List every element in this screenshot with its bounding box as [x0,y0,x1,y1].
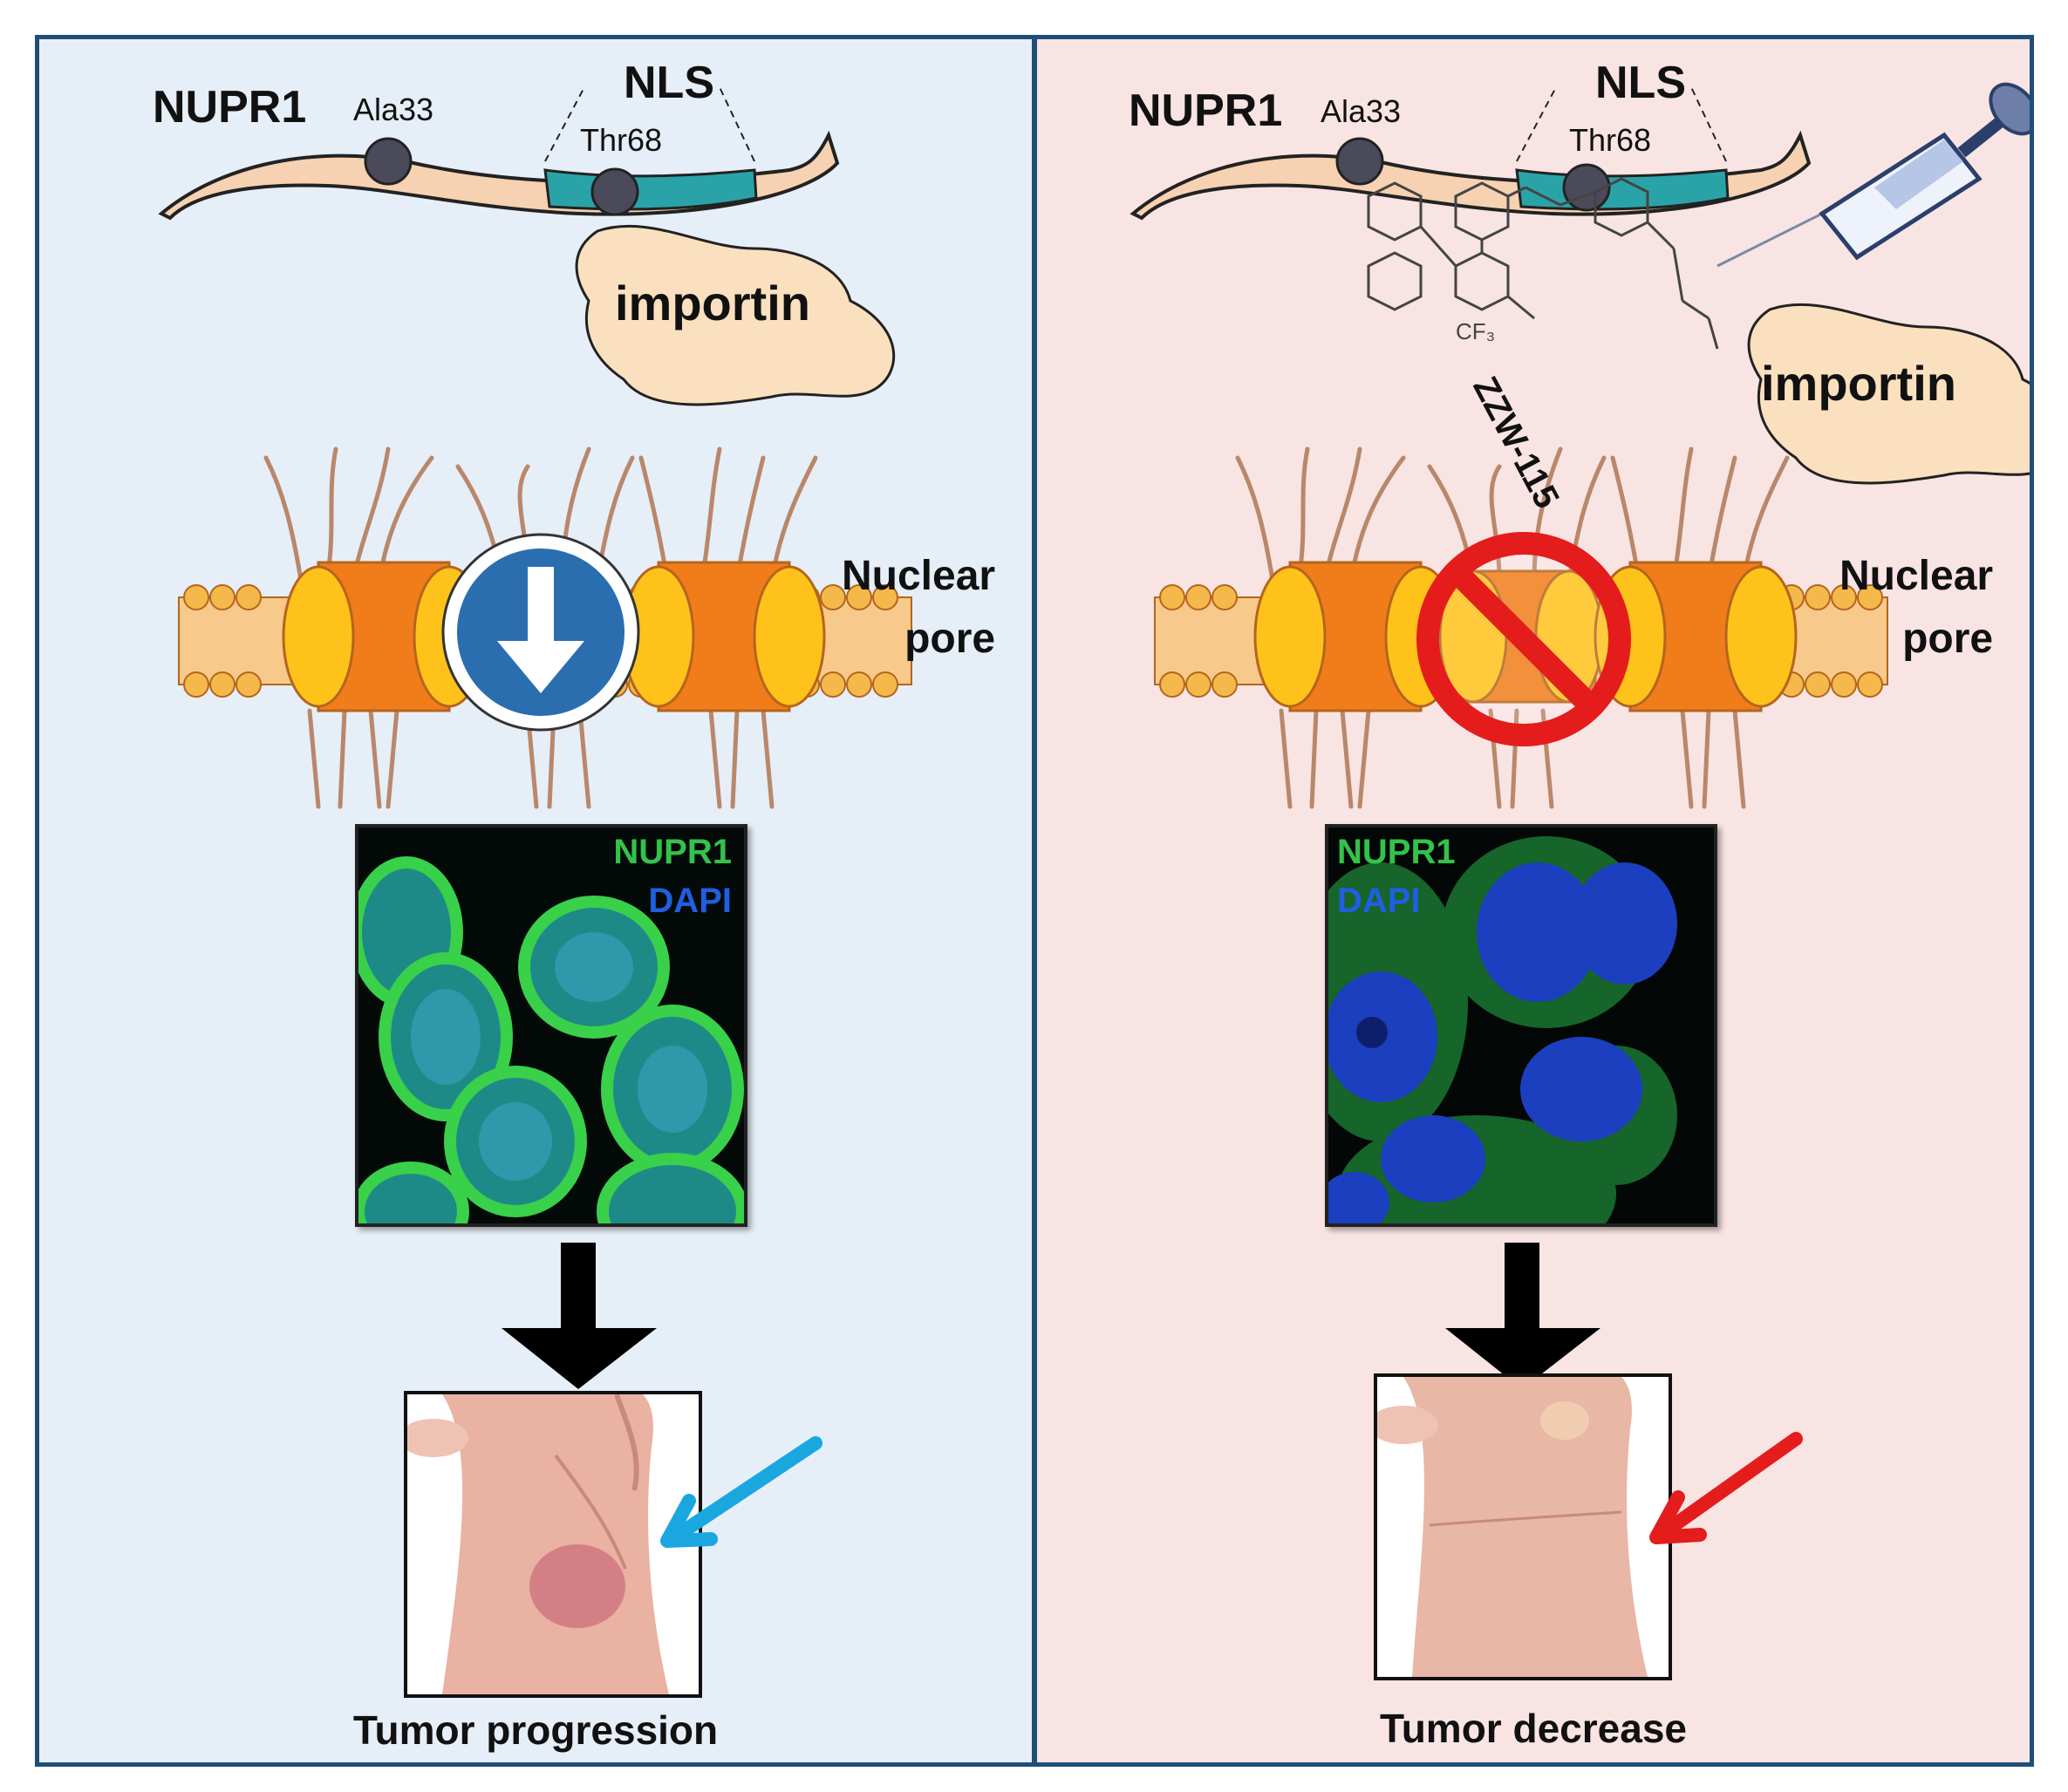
left-diagram-graphics [158,86,912,1389]
nls-bracket-left [1516,86,1557,162]
phosphosite-dot-icon [364,137,413,186]
nuclear-pore-label: Nuclear pore [1839,545,1993,671]
nls-label: NLS [624,58,714,108]
immunofluorescence-image: NUPR1 DAPI [355,824,747,1227]
flow-arrow-icon [502,1243,657,1389]
mouse-tumor-graphic [407,1394,699,1694]
site-label-ala33: Ala33 [1321,93,1402,129]
flow-arrow-icon [1445,1243,1600,1389]
caption-label: Tumor decrease [1380,1706,1687,1751]
phosphosite-dot-icon [1335,137,1384,186]
site-label-ala33: Ala33 [353,92,434,127]
nuclear-pore-line1: Nuclear [1839,553,1994,599]
nls-label: NLS [1595,58,1686,108]
importin-blob-icon [1747,303,2030,485]
tumor-photo [1374,1373,1672,1680]
syringe-icon [1717,82,2030,268]
stain-label-dapi: DAPI [1337,882,1421,920]
importin-label: importin [615,276,810,330]
nuclear-pore-label: Nuclear pore [842,545,995,671]
nuclear-pore-line2: pore [1902,616,1994,662]
importin-blob-icon [575,224,896,406]
caption-label: Tumor progression [352,1707,719,1753]
nuclear-pore-line2: pore [904,616,996,662]
site-label-thr68: Thr68 [1569,122,1652,158]
nls-bracket-right [719,86,755,162]
stain-label-nupr1: NUPR1 [1337,833,1456,871]
right-diagram-graphics [1130,82,2030,1389]
tumor-photo [404,1391,702,1698]
cf3-label: CF₃ [1456,318,1496,344]
immunofluorescence-image: NUPR1 DAPI [1325,824,1717,1227]
nupr1-chain [158,130,840,221]
nuclear-pore-line1: Nuclear [842,553,996,599]
down-arrow-sign-icon [441,533,640,732]
left-panel-control: NUPR1 Ala33 Thr68 NLS importin Nuclear p… [35,35,1036,1767]
nls-bracket-left [544,86,585,162]
site-label-thr68: Thr68 [580,122,663,158]
stain-label-nupr1: NUPR1 [613,833,732,871]
pore-complex [622,561,826,712]
mouse-tumor-graphic [1377,1377,1669,1677]
cell-stain-graphic [1328,828,1714,1223]
importin-label: importin [1761,356,1956,411]
nls-bracket-right [1690,86,1727,162]
protein-label: NUPR1 [153,82,307,133]
right-panel-treated: NUPR1 Ala33 Thr68 NLS ZZW-115 CF₃ import… [1033,35,2034,1767]
protein-label: NUPR1 [1129,85,1283,136]
stain-label-dapi: DAPI [648,882,732,920]
phosphosite-dot-icon [590,167,639,216]
no-entry-sign-icon [1416,532,1631,746]
zzw115-molecule [1367,177,1719,350]
nupr1-chain [1130,130,1812,221]
pore-fibrils [1235,446,1790,809]
cell-stain-graphic [358,828,744,1223]
